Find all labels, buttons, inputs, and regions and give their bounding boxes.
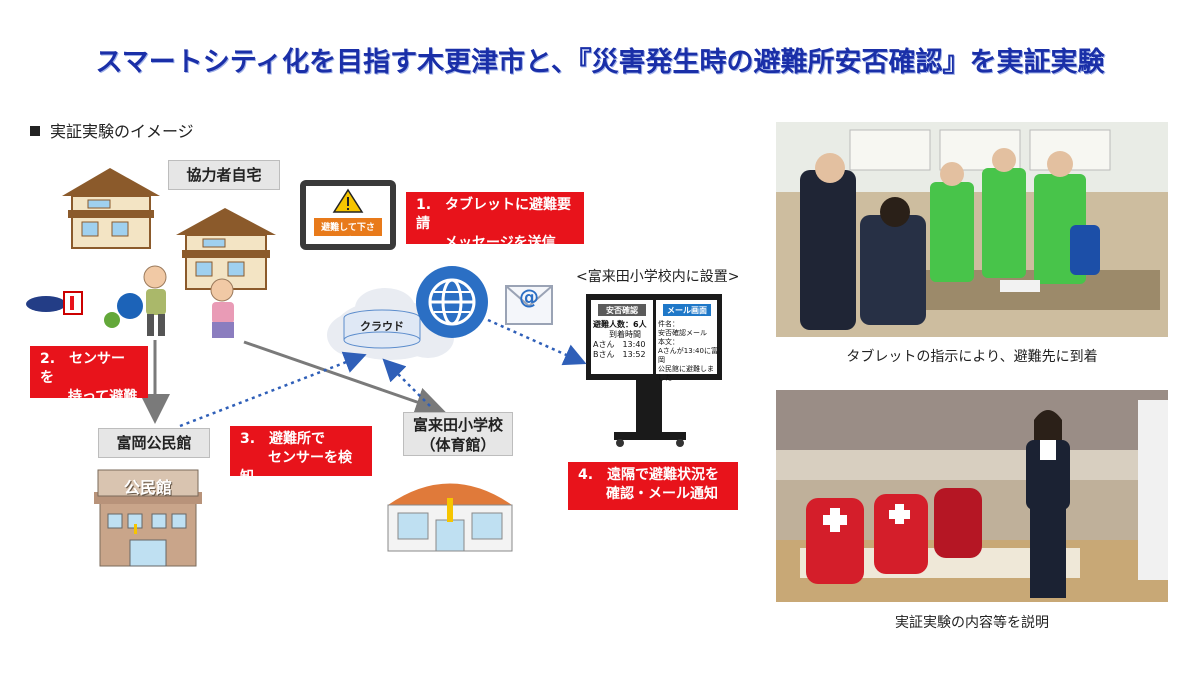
page-title: スマートシティ化を目指す木更津市と、『災害発生時の避難所安否確認』を実証実験: [95, 47, 1105, 78]
photo-reception: [776, 122, 1168, 337]
elderly-woman-icon: [210, 278, 234, 338]
monitor-status-panel: 避難人数：6人 到着時間 Aさん 13:40 Bさん 13:52: [593, 320, 653, 360]
label-installed-at: <富来田小学校内に設置>: [576, 269, 740, 285]
dotted-arrow-school-to-cloud: [382, 358, 431, 407]
label-home: 協力者自宅: [168, 160, 280, 190]
monitor-mail-panel: 件名： 安否確認メール 本文： Aさんが13:40に富岡 公民館に避難しました: [658, 320, 718, 383]
step-1-box: 1. タブレットに避難要請 メッセージを送信: [406, 192, 584, 251]
mail-icon: @: [505, 285, 553, 325]
arrow-home-to-school: [243, 340, 446, 417]
dotted-arrow-center-to-cloud: [179, 351, 367, 428]
step-4-box: 4. 遠隔で避難状況を 確認・メール通知: [568, 462, 738, 510]
label-school: 富来田小学校 （体育館）: [403, 412, 513, 456]
globe-icon: [416, 266, 488, 338]
monitor-right-header: メール画面: [667, 306, 707, 315]
monitor-count: 避難人数：6人: [593, 320, 647, 329]
monitor-person-a: Aさん 13:40: [593, 340, 646, 349]
monitor-mail-line4: Aさんが13:40に富岡: [658, 347, 718, 364]
tablet-evacuate-button: 避難して下さい！: [321, 223, 375, 246]
label-school-line1: 富来田小学校: [412, 416, 503, 434]
school-gym-icon: [387, 483, 513, 552]
house-icon: [62, 168, 160, 249]
step-3-box: 3. 避難所で センサーを検知: [230, 426, 372, 485]
monitor-stand-icon: [586, 294, 722, 447]
step-2-line1: 2. センサーを: [40, 351, 126, 386]
monitor-mail-line5: 公民館に避難しました: [658, 365, 714, 382]
step-4-line2: 確認・メール通知: [578, 486, 718, 502]
label-community-center: 富岡公民館: [98, 428, 210, 458]
tablet-icon: [300, 180, 396, 250]
step-2-line2: 持って避難: [40, 389, 138, 405]
step-2-box: 2. センサーを 持って避難: [30, 346, 148, 405]
house-icon: [176, 208, 276, 290]
label-cloud: クラウド: [360, 320, 404, 333]
photo-presentation: [776, 390, 1168, 602]
caption-top-photo: タブレットの指示により、避難先に到着: [846, 349, 1098, 365]
sensor-items-icon: [26, 291, 143, 328]
label-school-line2: （体育館）: [420, 436, 496, 454]
elderly-man-icon: [143, 265, 167, 336]
community-center-icon: [94, 469, 202, 567]
square-bullet-icon: [30, 126, 40, 136]
svg-text:@: @: [519, 285, 539, 309]
step-3-line2: センサーを検知: [240, 450, 352, 485]
monitor-arrival-label: 到着時間: [609, 330, 641, 339]
step-3-line1: 3. 避難所で: [240, 431, 326, 447]
section-heading: 実証実験のイメージ: [30, 118, 194, 142]
monitor-person-b: Bさん 13:52: [593, 350, 646, 359]
monitor-mail-line2: 安否確認メール: [658, 329, 707, 337]
community-center-sign: 公民館: [123, 478, 172, 497]
dotted-arrow-cloud-to-monitor: [487, 318, 587, 366]
step-4-line1: 4. 遠隔で避難状況を: [578, 467, 720, 483]
caption-bottom-photo: 実証実験の内容等を説明: [895, 615, 1049, 631]
section-heading-text: 実証実験のイメージ: [50, 122, 194, 141]
monitor-mail-line1: 件名：: [658, 320, 679, 328]
monitor-mail-line3: 本文：: [658, 338, 679, 346]
step-1-line2: メッセージを送信: [416, 235, 556, 251]
step-1-line1: 1. タブレットに避難要請: [416, 197, 572, 232]
monitor-left-header: 安否確認: [606, 306, 638, 315]
